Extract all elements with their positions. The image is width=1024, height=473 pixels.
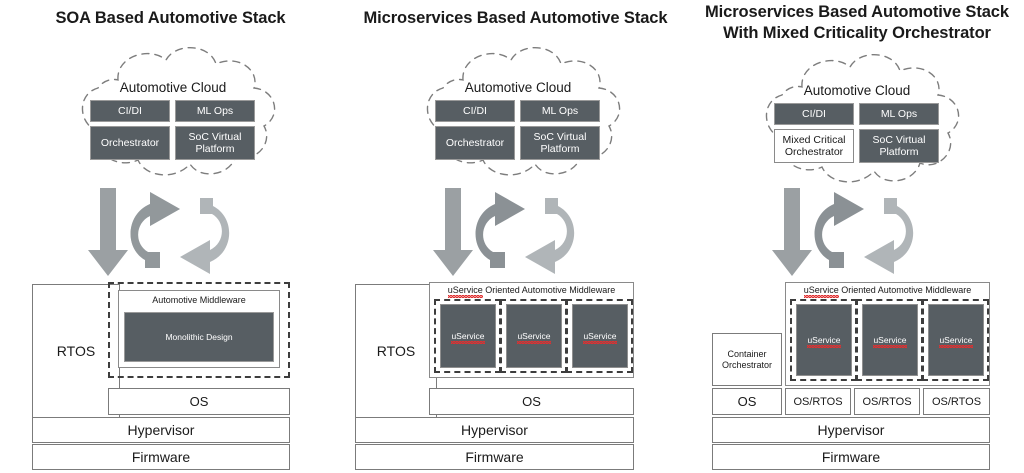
uservice-box-3: uService	[572, 304, 628, 368]
middleware-title: uService Oriented Automotive Middleware	[429, 285, 634, 298]
stack-box-firmware: Firmware	[355, 444, 634, 470]
middleware-title-rest: Oriented Automotive Middleware	[838, 285, 972, 295]
uservice-label: uService	[873, 335, 907, 348]
automotive-cloud-group: Automotive Cloud CI/DI ML Ops Orchestrat…	[58, 38, 288, 188]
uservice-dashed-boundary-3	[566, 299, 633, 373]
stack-box-hypervisor: Hypervisor	[32, 417, 290, 443]
stack-box-os: OS	[108, 388, 290, 415]
cloud-box-grid: CI/DI ML Ops Mixed Critical Orchestrator…	[774, 103, 939, 163]
cloud-box-ml-ops: ML Ops	[520, 100, 600, 122]
cloud-box-ci-di: CI/DI	[435, 100, 515, 122]
uservice-box-3: uService	[928, 304, 984, 376]
stack-box-os-rtos-2: OS/RTOS	[854, 388, 920, 415]
arrows-group	[433, 188, 613, 280]
misspelled-word-uservice: uService	[803, 285, 839, 298]
stack-box-os: OS	[712, 388, 782, 415]
panel-title: SOA Based Automotive Stack	[55, 9, 286, 27]
stack-box-hypervisor: Hypervisor	[355, 417, 634, 443]
cloud-box-grid: CI/DI ML Ops Orchestrator SoC Virtual Pl…	[435, 100, 600, 160]
uservice-box-2: uService	[506, 304, 562, 368]
cloud-box-mixed-critical-orchestrator: Mixed Critical Orchestrator	[774, 129, 854, 163]
uservice-label: uService	[517, 331, 551, 344]
circular-sync-arrows-icon	[814, 192, 914, 274]
panel-soa-based-automotive-stack: SOA Based Automotive Stack Automotive Cl…	[0, 0, 341, 473]
circular-sync-arrows-icon	[130, 192, 230, 274]
cloud-label: Automotive Cloud	[464, 80, 572, 95]
down-arrow-icon	[433, 188, 473, 276]
stack-box-os: OS	[429, 388, 634, 415]
uservice-label: uService	[939, 335, 973, 348]
panel-title-line-1: Microservices Based Automotive Stack	[705, 3, 1009, 21]
software-stack-group: RTOS Automotive Middleware Monolithic De…	[0, 270, 341, 470]
middleware-title: Automotive Middleware	[152, 295, 246, 305]
down-arrow-icon	[88, 188, 128, 276]
panel-mixed-criticality-orchestrator: Microservices Based Automotive Stack Wit…	[690, 0, 1024, 473]
panel-title: Microservices Based Automotive Stack Wit…	[690, 2, 1024, 44]
stack-box-container-orchestrator: Container Orchestrator	[712, 333, 782, 386]
automotive-cloud-group: Automotive Cloud CI/DI ML Ops Mixed Crit…	[742, 45, 972, 195]
stack-box-firmware: Firmware	[32, 444, 290, 470]
stack-box-os-rtos-3: OS/RTOS	[923, 388, 990, 415]
stack-box-firmware: Firmware	[712, 444, 990, 470]
middleware-title: uService Oriented Automotive Middleware	[785, 285, 990, 298]
deployment-arrows-icon	[433, 188, 575, 276]
cloud-box-orchestrator: Orchestrator	[90, 126, 170, 160]
misspelled-word-uservice: uService	[447, 285, 483, 298]
uservice-box-1: uService	[796, 304, 852, 376]
cloud-box-soc-virtual-platform: SoC Virtual Platform	[859, 129, 939, 163]
software-stack-group: RTOS uService Oriented Automotive Middle…	[341, 270, 690, 470]
software-stack-group: Container Orchestrator uService Oriented…	[690, 270, 1024, 470]
cloud-label: Automotive Cloud	[803, 83, 911, 98]
stack-box-hypervisor: Hypervisor	[712, 417, 990, 443]
uservice-box-1: uService	[440, 304, 496, 368]
uservice-label: uService	[807, 335, 841, 348]
uservice-box-2: uService	[862, 304, 918, 376]
cloud-box-ci-di: CI/DI	[90, 100, 170, 122]
cloud-box-soc-virtual-platform: SoC Virtual Platform	[520, 126, 600, 160]
cloud-box-ml-ops: ML Ops	[175, 100, 255, 122]
cloud-outline-icon	[765, 53, 960, 183]
monolithic-design-box: Monolithic Design	[124, 312, 274, 362]
panel-title: Microservices Based Automotive Stack	[363, 9, 668, 27]
cloud-box-ml-ops: ML Ops	[859, 103, 939, 125]
cloud-box-ci-di: CI/DI	[774, 103, 854, 125]
automotive-cloud-group: Automotive Cloud CI/DI ML Ops Orchestrat…	[403, 38, 633, 188]
down-arrow-icon	[772, 188, 812, 276]
middleware-title-rest: Oriented Automotive Middleware	[482, 285, 616, 295]
circular-sync-arrows-icon	[475, 192, 575, 274]
panel-title-line-2: With Mixed Criticality Orchestrator	[723, 24, 991, 42]
uservice-dashed-boundary-3	[922, 299, 989, 381]
arrows-group	[772, 188, 952, 280]
arrows-group	[88, 188, 268, 280]
cloud-box-soc-virtual-platform: SoC Virtual Platform	[175, 126, 255, 160]
deployment-arrows-icon	[772, 188, 914, 276]
cloud-box-orchestrator: Orchestrator	[435, 126, 515, 160]
deployment-arrows-icon	[88, 188, 230, 276]
stack-box-os-rtos-1: OS/RTOS	[785, 388, 851, 415]
uservice-label: uService	[451, 331, 485, 344]
stack-box-rtos: RTOS	[355, 284, 437, 418]
stack-box-rtos: RTOS	[32, 284, 120, 418]
uservice-label: uService	[583, 331, 617, 344]
cloud-box-grid: CI/DI ML Ops Orchestrator SoC Virtual Pl…	[90, 100, 255, 160]
cloud-label: Automotive Cloud	[119, 80, 227, 95]
panel-microservices-based-automotive-stack: Microservices Based Automotive Stack Aut…	[341, 0, 690, 473]
middleware-dashed-boundary	[108, 282, 290, 378]
